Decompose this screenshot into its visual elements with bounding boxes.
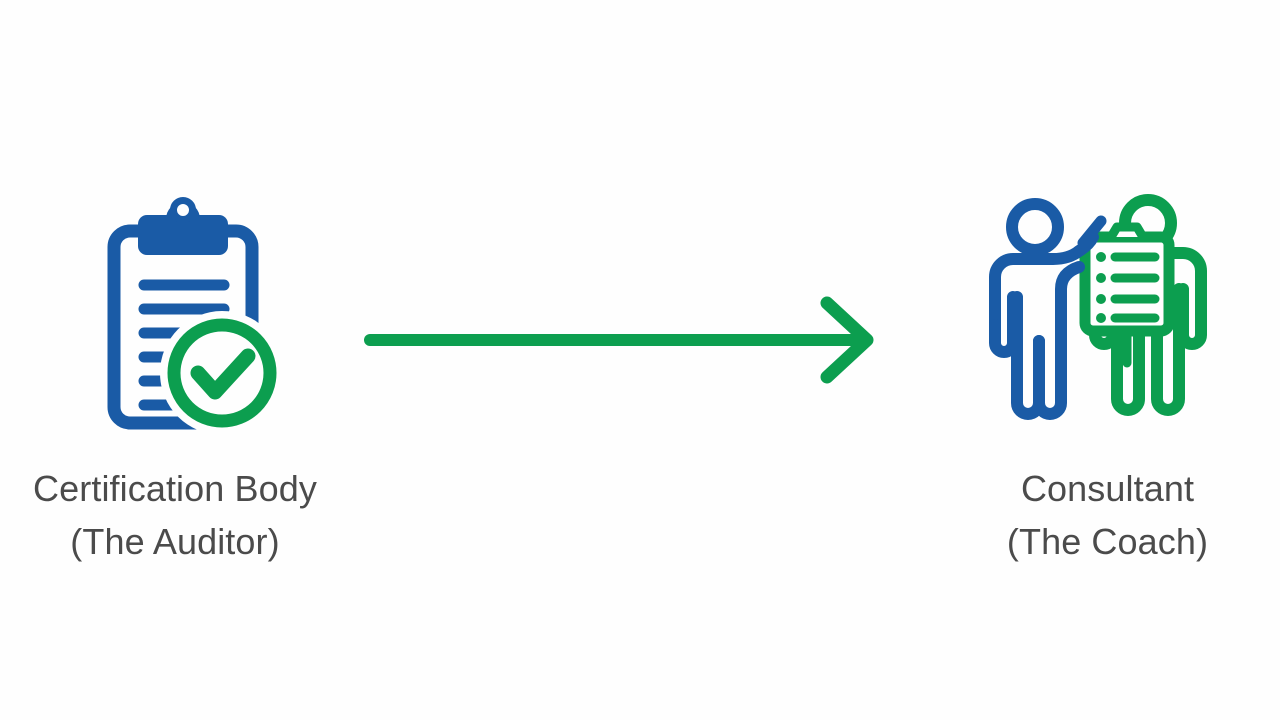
pen-icon — [1077, 215, 1106, 249]
clipboard-check-icon — [50, 185, 300, 435]
node-left-caption: Certification Body (The Auditor) — [33, 463, 317, 568]
blue-figure-raised-arm — [1054, 261, 1085, 331]
blue-figure-head — [1005, 198, 1064, 256]
figure-blue-presenter — [988, 198, 1106, 420]
blue-figure-torso — [988, 245, 1085, 331]
node-right-caption: Consultant (The Coach) — [1007, 463, 1208, 568]
node-left-title: Certification Body — [33, 468, 317, 509]
check-mark-icon — [190, 348, 256, 400]
checklist-rows — [1095, 252, 1159, 323]
node-right-title: Consultant — [1020, 468, 1195, 509]
blue-figure-right-leg — [1032, 319, 1067, 420]
green-figure-right-leg — [1150, 283, 1185, 416]
consultant-checklist-icon — [1079, 222, 1174, 368]
node-right-subtitle: (The Coach) — [1006, 520, 1209, 562]
arrow-head-icon — [820, 296, 874, 384]
clipboard-clip-bar — [138, 215, 228, 255]
clipboard-board-outline — [107, 224, 259, 430]
flow-arrow — [362, 292, 884, 388]
checklist-clip — [1106, 222, 1147, 240]
node-left-subtitle: (The Auditor) — [70, 520, 280, 562]
consultant-coaching-people-icon — [983, 185, 1233, 435]
check-circle-outline — [167, 318, 277, 428]
green-figure-left-leg — [1110, 283, 1145, 416]
clipboard-clip-ring — [170, 197, 196, 223]
node-consultant[interactable]: Consultant (The Coach) — [935, 185, 1280, 568]
node-certification-body[interactable]: Certification Body (The Auditor) — [0, 185, 350, 568]
